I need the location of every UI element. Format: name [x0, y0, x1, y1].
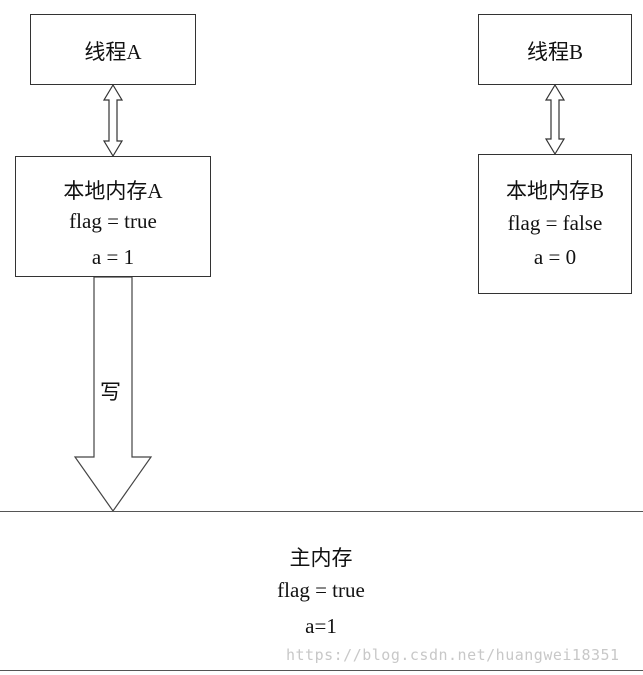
main-memory-bottom-border [0, 670, 643, 671]
local-memory-a-title: 本地内存A [63, 179, 163, 203]
local-memory-a-flag: flag = true [69, 209, 157, 233]
main-memory-flag: flag = true [277, 578, 365, 602]
thread-a-double-arrow [102, 83, 124, 158]
local-memory-a-box: 本地内存A flag = true a = 1 [15, 156, 211, 277]
main-memory-title: 主内存 [289, 546, 353, 570]
local-memory-b-box: 本地内存B flag = false a = 0 [478, 154, 632, 294]
thread-b-label: 线程B [526, 40, 583, 64]
main-memory-top-border [0, 511, 643, 512]
thread-b-double-arrow [544, 83, 566, 156]
local-memory-b-title: 本地内存B [505, 179, 604, 203]
thread-b-box: 线程B [478, 14, 632, 85]
local-memory-b-flag: flag = false [507, 211, 603, 235]
thread-a-box: 线程A [30, 14, 196, 85]
main-memory-value: a=1 [305, 614, 337, 638]
watermark-url: https://blog.csdn.net/huangwei18351 [286, 646, 620, 664]
local-memory-a-value: a = 1 [91, 245, 135, 269]
local-memory-b-value: a = 0 [533, 245, 577, 269]
write-arrow-label: 写 [100, 380, 121, 404]
thread-a-label: 线程A [84, 40, 142, 64]
